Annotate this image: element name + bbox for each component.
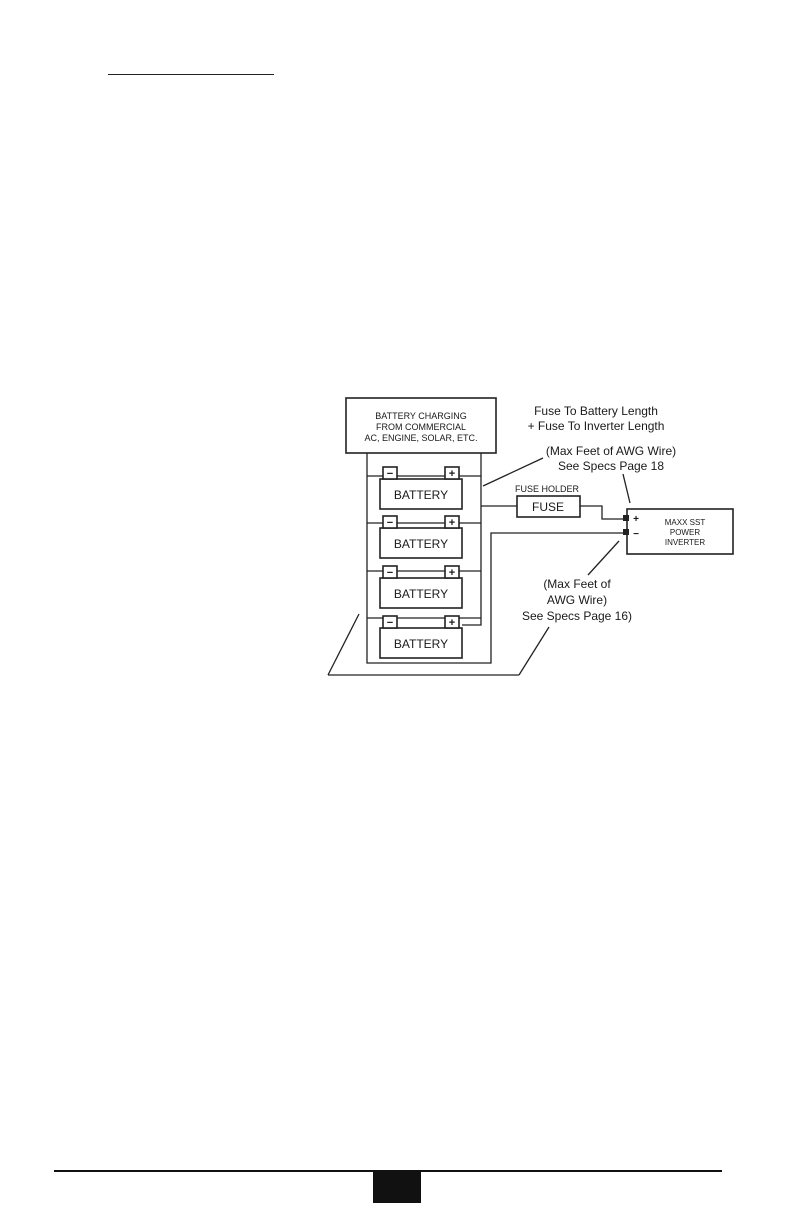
annotation-top-line-1: Fuse To Battery Length [534, 404, 658, 418]
annotation-bottom-leader-bottom [519, 627, 549, 675]
annotation-bottom-line-2: AWG Wire) [547, 593, 607, 607]
battery-2-pos-symbol: + [449, 517, 455, 529]
battery-1-pos-symbol: + [449, 468, 455, 480]
inverter-text-line-1: MAXX SST [665, 518, 706, 527]
annotation-bottom-leader-right [588, 541, 619, 575]
fuse-label: FUSE [532, 500, 564, 514]
page-number-tab [373, 1170, 421, 1203]
battery-3-label: BATTERY [394, 587, 448, 601]
inverter-pos-terminal [623, 515, 629, 521]
battery-1: − + BATTERY [380, 467, 462, 509]
battery-4-pos-symbol: + [449, 617, 455, 629]
battery-4-label: BATTERY [394, 637, 448, 651]
battery-3-pos-symbol: + [449, 567, 455, 579]
charger-text-line-1: BATTERY CHARGING [375, 411, 467, 421]
inverter-text-line-2: POWER [670, 528, 700, 537]
annotation-bottom-line-1: (Max Feet of [543, 577, 611, 591]
annotation-bottom-line-3: See Specs Page 16) [522, 609, 632, 623]
annotation-top-line-3: (Max Feet of AWG Wire) [546, 444, 676, 458]
battery-2-neg-symbol: − [387, 517, 393, 529]
battery-1-label: BATTERY [394, 488, 448, 502]
battery-2-label: BATTERY [394, 537, 448, 551]
battery-3: − + BATTERY [380, 566, 462, 608]
battery-2: − + BATTERY [380, 516, 462, 558]
annotation-bracket-left [328, 614, 359, 675]
charger-text-line-3: AC, ENGINE, SOLAR, ETC. [364, 433, 477, 443]
inverter-pos-symbol: + [633, 514, 639, 525]
annotation-top-line-4: See Specs Page 18 [558, 459, 664, 473]
charger-text-line-2: FROM COMMERCIAL [376, 422, 466, 432]
wire-fuse-to-inverter [580, 506, 627, 519]
battery-4-neg-symbol: − [387, 617, 393, 629]
battery-4: − + BATTERY [380, 616, 462, 658]
annotation-top-leader-right [623, 474, 630, 503]
inverter-neg-symbol: − [633, 529, 639, 540]
annotation-top-line-2: + Fuse To Inverter Length [528, 419, 665, 433]
fuse-holder-label: FUSE HOLDER [515, 484, 580, 494]
inverter-text-line-3: INVERTER [665, 538, 706, 547]
battery-1-neg-symbol: − [387, 468, 393, 480]
inverter-neg-terminal [623, 529, 629, 535]
annotation-top-leader-left [483, 458, 543, 486]
battery-3-neg-symbol: − [387, 567, 393, 579]
